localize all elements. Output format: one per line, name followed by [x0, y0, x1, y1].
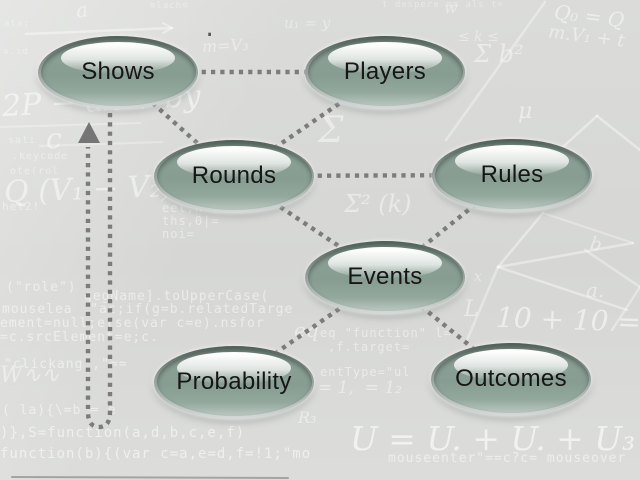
node-surface: Shows [40, 38, 196, 106]
node-surface: Rounds [156, 142, 312, 210]
node-surface: Rules [434, 141, 590, 209]
background-sketch-line [39, 141, 163, 147]
background-sketch-line [583, 248, 640, 289]
node-label-outcomes: Outcomes [455, 365, 567, 392]
loop-arrow-path [85, 113, 113, 430]
background-sketch-line [496, 211, 545, 269]
node-label-players: Players [343, 58, 427, 85]
background-sketch-line [496, 241, 635, 269]
node-label-events: Events [347, 263, 423, 290]
background-sketch-line [465, 265, 500, 342]
loop-arrowhead-icon [78, 122, 100, 143]
background-sketch-line [595, 114, 640, 152]
node-label-probability: Probability [176, 368, 292, 395]
node-surface: Events [307, 243, 463, 311]
background-sketch-line [162, 27, 173, 34]
background-sketch-line [496, 265, 629, 312]
node-events[interactable]: Events [305, 240, 465, 314]
node-label-shows: Shows [81, 58, 155, 85]
node-probability[interactable]: Probability [154, 345, 314, 419]
background-sketch-line [0, 122, 141, 128]
background-sketch-line [610, 285, 640, 332]
node-players[interactable]: Players [305, 35, 465, 109]
background-sketch-line [162, 22, 173, 29]
node-label-rounds: Rounds [191, 162, 277, 189]
background-sketch-line [444, 0, 547, 142]
node-surface: Players [307, 38, 463, 106]
node-shows[interactable]: Shows [38, 35, 198, 109]
node-surface: Probability [156, 348, 312, 416]
edge-shows-rounds [116, 70, 236, 178]
node-rounds[interactable]: Rounds [154, 139, 314, 213]
background-sketch-line [11, 476, 289, 479]
node-label-rules: Rules [480, 161, 544, 188]
background-sketch-line [542, 212, 634, 244]
node-outcomes[interactable]: Outcomes [431, 342, 591, 416]
node-surface: Outcomes [433, 345, 589, 413]
background-sketch-line [24, 26, 174, 36]
node-rules[interactable]: Rules [432, 138, 592, 212]
